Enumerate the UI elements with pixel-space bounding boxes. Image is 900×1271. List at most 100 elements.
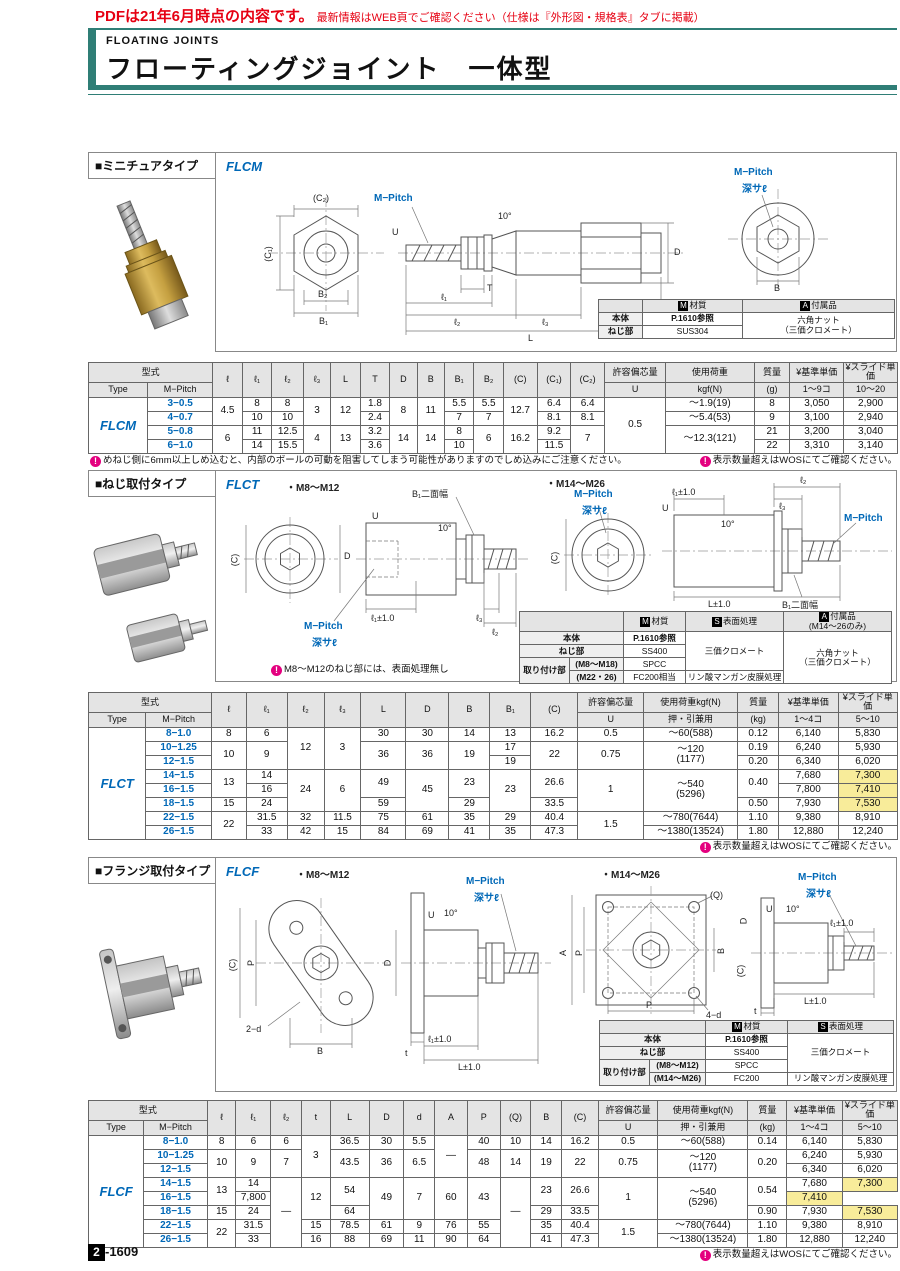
data-cell: 5−0.8 [146,424,214,440]
header-cell: B₁ [443,362,475,398]
header-cell: 型式 [88,1100,208,1121]
data-cell: 8 [241,396,273,412]
data-cell: 22−1.5 [145,810,212,826]
data-cell: 6.5 [403,1148,436,1178]
header-cell: ℓ₃ [302,362,332,398]
drawing-panel-flcm: FLCM (C₂) (C₁) B₂ B₁ M−Pitch U 10° T ℓ₁ … [215,152,897,352]
dim-label-l2: ℓ₂ [454,317,461,327]
data-cell: 18−1.5 [143,1204,208,1220]
dim-label-b1: B₁ [319,316,329,326]
b1-flat-label-2: B₁二面幅 [782,600,819,610]
data-cell: 10 [443,438,475,454]
data-cell: 10 [210,740,247,770]
data-cell: 0.5 [604,396,667,454]
header-cell: ¥スライド単価 [837,692,898,713]
header-cell: ℓ₁ [241,362,273,398]
data-cell: 7 [473,410,504,426]
data-cell: 22 [561,1148,599,1178]
header-cell: 質量 [747,1100,788,1121]
data-cell: 9.2 [536,424,572,440]
data-cell: 48 [466,1148,501,1178]
header-cell: 許容偏芯量 [597,1100,659,1121]
mpitch-label-3: M−Pitch [844,513,883,524]
section-label-flcm: ■ミニチュアタイプ [88,152,216,179]
depth-label-1: 深サℓ [474,893,499,904]
data-cell: 本体 [599,1033,706,1047]
data-cell: (M14〜M26) [649,1072,706,1086]
header-cell: ¥基準単価 [789,362,845,383]
header-cell: 押・引兼用 [642,711,739,728]
data-cell: 3 [323,726,362,770]
mpitch-label: M−Pitch [374,193,413,204]
data-cell: 6 [212,424,243,454]
data-cell: 3,050 [789,396,845,412]
data-cell: 24 [245,796,288,812]
header-cell: Type [88,381,148,398]
header-cell: 型式 [87,362,214,383]
data-cell: 6,020 [837,754,898,770]
header-cell: ¥基準単価 [786,1100,843,1121]
data-cell: 0.19 [737,740,780,756]
header-cell: 許容偏芯量 [577,692,644,713]
header-cell: D [368,1100,405,1136]
data-cell: 1.5 [577,810,644,840]
data-cell: 0.40 [737,768,780,798]
data-cell: 1.80 [737,824,780,840]
data-cell: 64 [329,1204,370,1220]
data-cell: 〜1.9(19) [665,396,755,412]
header-cell: ℓ₂ [270,1100,302,1136]
dim-label-c2: (C₂) [313,193,329,203]
data-cell: 12−1.5 [145,754,212,770]
data-cell: 33.5 [530,796,579,812]
mpitch-label-1: M−Pitch [304,621,343,632]
header-cell: Type [87,1119,145,1136]
header-cell: 10〜20 [843,381,898,398]
data-cell: FLCM [88,396,148,454]
data-cell: 7,800 [235,1190,272,1206]
data-cell: 7,930 [778,796,839,812]
data-cell: 6 [473,424,504,454]
group-label-m8-m12: ・M8〜M12 [286,483,340,494]
header-cell: B [448,692,491,728]
data-cell: 3,040 [843,424,898,440]
dim-label-a2: A [558,949,569,957]
header-cell: 1〜4コ [778,711,839,728]
data-cell: 13 [206,1176,237,1206]
data-cell: 5,930 [837,740,898,756]
dim-label-B: B [774,283,781,293]
group-label-m14-m26: ・M14〜M26 [601,870,660,881]
badge-S: S [711,616,722,627]
data-cell: 6 [323,768,362,812]
data-cell: 32 [286,810,325,826]
data-cell: FLCT [87,726,147,840]
dim-label-d2: D [738,917,749,925]
header-cell: ¥基準単価 [778,692,839,713]
dim-label-u2: U [662,503,669,513]
flcm-caution-note: めねじ側に6mm以上しめ込むと、内部のボールの可動を阻害してしまう可能性がありま… [90,452,627,467]
data-cell: 11.5 [536,438,572,454]
data-cell: 49 [360,768,407,798]
data-cell: 14 [530,1134,563,1150]
dim-label-l1: ℓ₁ [441,292,447,302]
header-cell: L [330,362,361,398]
data-cell: 12,240 [841,1232,899,1248]
group-label-m14-m26: ・M14〜M26 [546,479,605,490]
data-cell: 8 [210,726,247,742]
data-cell: 3.2 [359,424,391,440]
header-cell: U [577,711,644,728]
data-cell: 0.50 [737,796,780,812]
dim-label-p2: P [574,949,585,957]
data-cell: 12−1.5 [143,1162,208,1178]
data-cell: SS400 [623,644,686,659]
header-cell: 質量 [737,692,780,713]
